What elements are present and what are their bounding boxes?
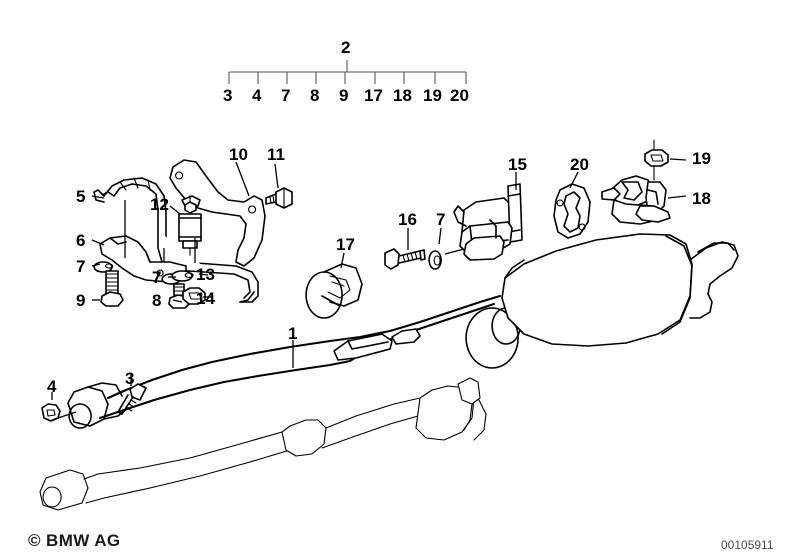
assembly-group-label: 2 bbox=[341, 38, 351, 57]
callout-part-3: 3 bbox=[125, 369, 135, 388]
part-11-hex-bolt bbox=[265, 187, 293, 209]
callout-part-11: 11 bbox=[267, 145, 285, 164]
bracket-member-17: 17 bbox=[364, 86, 383, 105]
main-exhaust-pipe-and-muffler bbox=[67, 233, 739, 429]
callout-part-14: 14 bbox=[196, 289, 215, 308]
callout-part-1: 1 bbox=[288, 324, 298, 343]
catalytic-converter-assembly bbox=[39, 377, 487, 511]
part-5-retaining-strap bbox=[93, 177, 259, 303]
assembly-bracket-lines bbox=[228, 60, 467, 84]
bracket-member-3: 3 bbox=[223, 86, 233, 105]
callout-part-7-left: 7 bbox=[76, 257, 86, 276]
part-17-sealing-ring bbox=[305, 263, 363, 319]
callout-part-4: 4 bbox=[47, 377, 57, 396]
callout-part-6: 6 bbox=[76, 231, 86, 250]
bracket-member-7: 7 bbox=[281, 86, 291, 105]
callout-part-7-center: 7 bbox=[436, 210, 446, 229]
part-9-long-bolt bbox=[100, 270, 124, 307]
callout-part-16: 16 bbox=[398, 210, 417, 229]
part-14-hex-nut bbox=[182, 287, 206, 305]
callout-part-18: 18 bbox=[692, 189, 711, 208]
copyright-notice: © BMW AG bbox=[28, 531, 121, 550]
bracket-member-8: 8 bbox=[310, 86, 320, 105]
part-10-mounting-bracket bbox=[169, 159, 266, 267]
bracket-member-4: 4 bbox=[252, 86, 262, 105]
callout-part-13: 13 bbox=[196, 265, 215, 284]
callout-part-8: 8 bbox=[152, 291, 162, 310]
part-3-hex-bolt bbox=[117, 383, 147, 415]
part-13-washer bbox=[171, 270, 194, 282]
callout-part-9: 9 bbox=[76, 291, 86, 310]
callout-part-19: 19 bbox=[692, 149, 711, 168]
part-20-rubber-ring-mount bbox=[553, 183, 591, 239]
callout-part-10: 10 bbox=[229, 145, 248, 164]
part-15-heat-shield-clamp bbox=[453, 183, 523, 261]
part-19-hex-nut bbox=[644, 139, 669, 181]
diagram-number: 00105911 bbox=[721, 538, 774, 552]
bracket-member-18: 18 bbox=[393, 86, 412, 105]
part-4-hex-nut bbox=[41, 403, 61, 422]
callout-part-15: 15 bbox=[508, 155, 527, 174]
callout-part-5: 5 bbox=[76, 187, 86, 206]
bracket-member-20: 20 bbox=[450, 86, 469, 105]
callout-part-17: 17 bbox=[336, 235, 355, 254]
bracket-member-9: 9 bbox=[339, 86, 349, 105]
callout-part-12: 12 bbox=[150, 195, 169, 214]
callout-part-7-mid: 7 bbox=[152, 268, 162, 287]
part-7-washer-center bbox=[428, 250, 442, 270]
callout-part-20: 20 bbox=[570, 155, 589, 174]
leader-lines bbox=[51, 158, 687, 421]
part-18-rubber-mounting-bracket bbox=[601, 175, 671, 225]
bracket-member-19: 19 bbox=[423, 86, 442, 105]
part-16-hex-bolt bbox=[384, 248, 426, 270]
